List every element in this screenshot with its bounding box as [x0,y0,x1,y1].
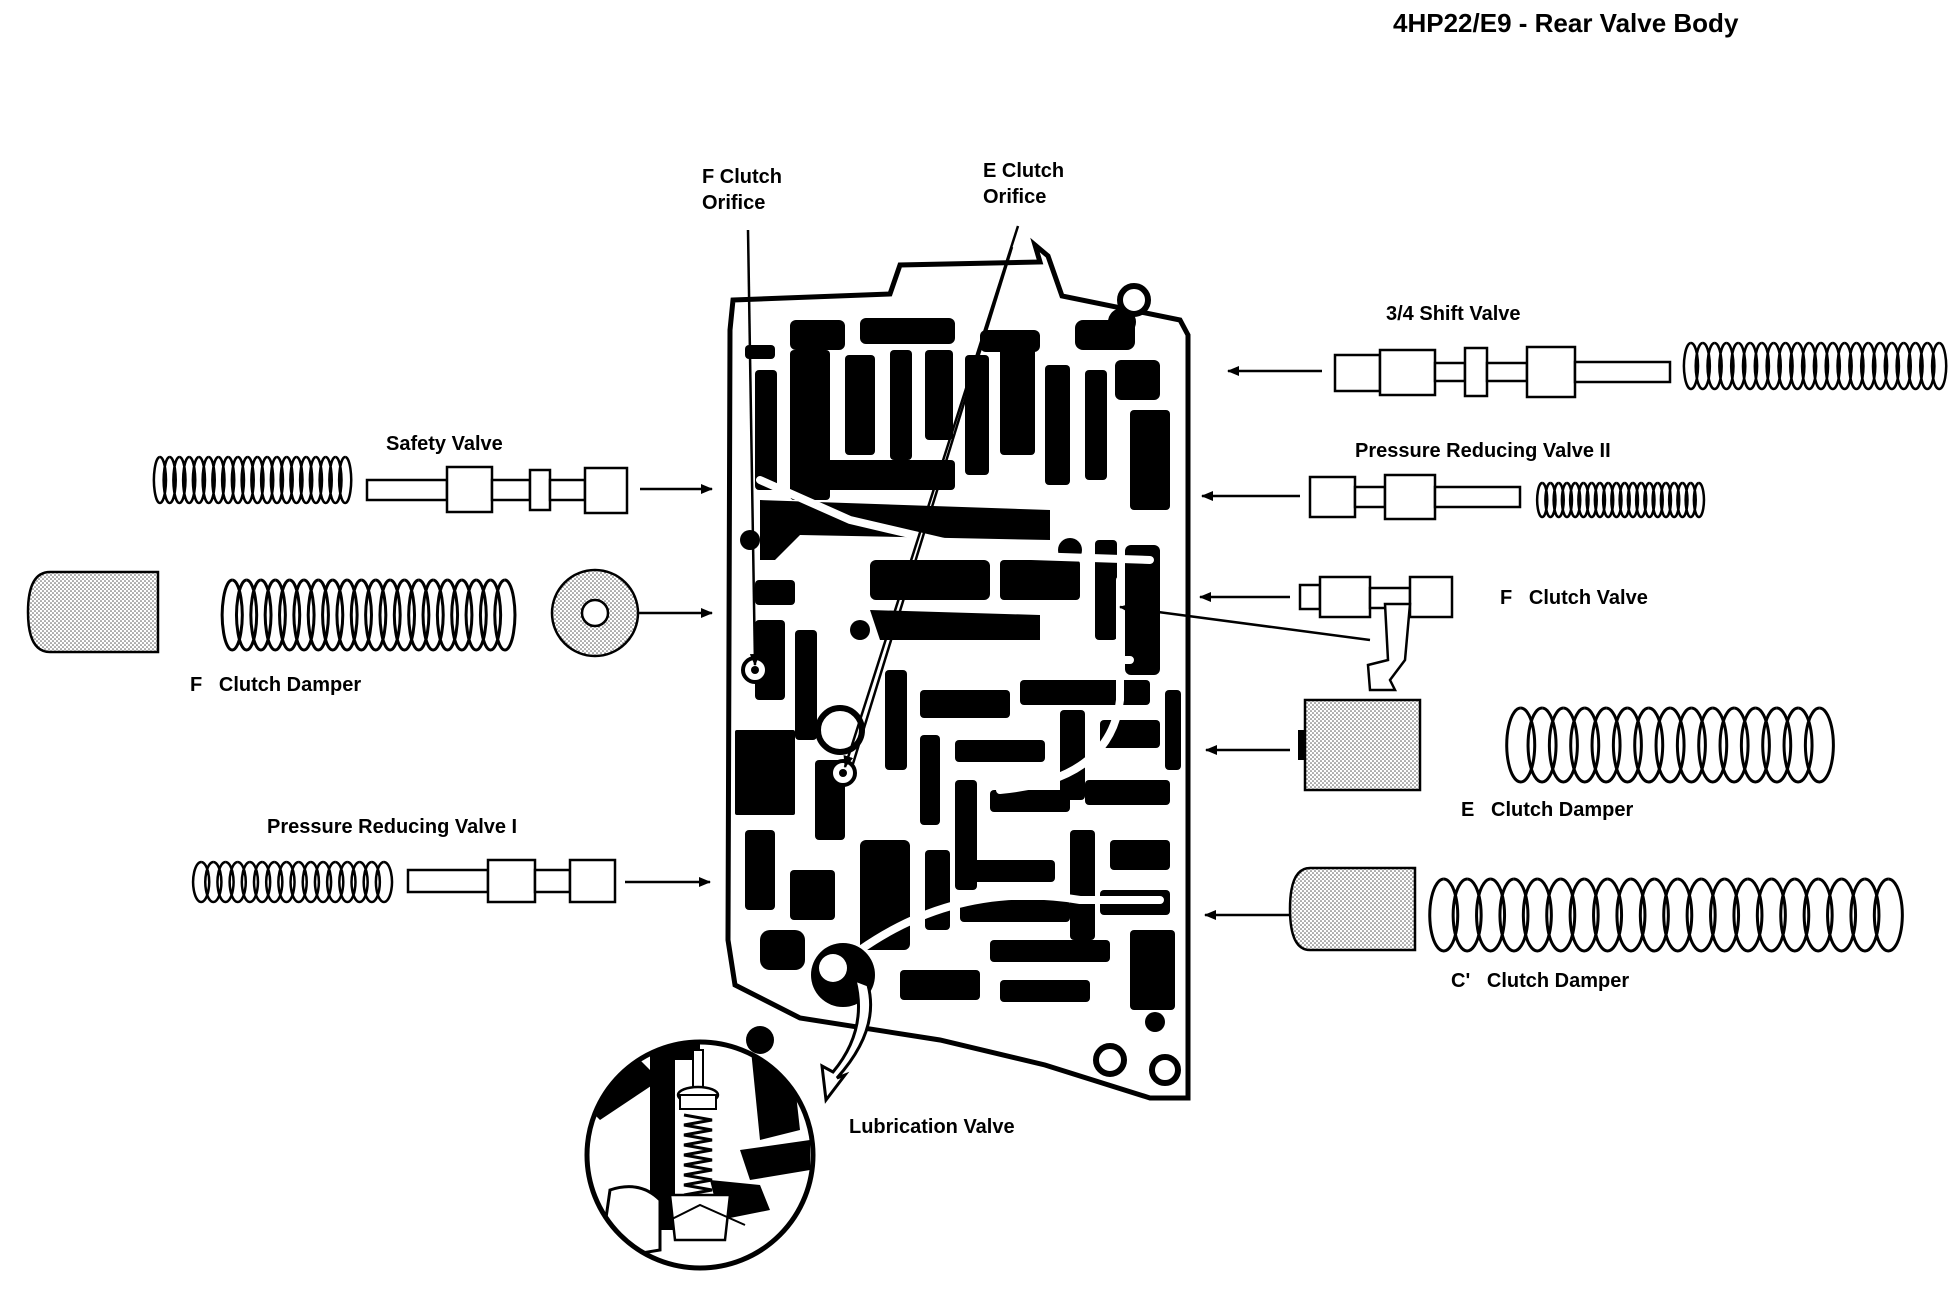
f-clutch-valve-lever-arrow [1119,603,1371,642]
e-clutch-damper-component [1298,698,1422,792]
safety-valve-component [365,465,629,515]
lubrication-valve-curved-arrow [820,977,873,1104]
f-clutch-valve-component [1298,575,1454,692]
f-clutch-damper-component [26,568,640,658]
c-prime-clutch-damper-label: C' Clutch Damper [1451,970,1629,992]
f-clutch-damper-spring [220,578,517,652]
c-prime-clutch-damper-component [1288,866,1417,952]
valve-body-plate [725,237,1191,1101]
e-clutch-orifice-label-line1: E Clutch [983,160,1064,182]
pressure-reducing-valve-i-label: Pressure Reducing Valve I [267,816,517,838]
shift-valve-34-spring [1682,341,1948,391]
lubrication-valve-magnifier [584,1039,816,1271]
f-clutch-damper-label: F Clutch Damper [190,674,361,696]
e-clutch-damper-label: E Clutch Damper [1461,799,1633,821]
f-clutch-valve-label: F Clutch Valve [1500,587,1648,609]
diagram-title: 4HP22/E9 - Rear Valve Body [1393,8,1739,38]
pressure-reducing-valve-ii-label: Pressure Reducing Valve II [1355,440,1611,462]
f-clutch-orifice-label-line2: Orifice [702,192,765,214]
pressure-reducing-valve-ii-spring [1535,481,1706,519]
pressure-reducing-valve-ii-component [1308,473,1522,521]
e-clutch-orifice-label-line2: Orifice [983,186,1046,208]
pressure-reducing-valve-i-component [406,858,617,904]
shift-valve-34-label: 3/4 Shift Valve [1386,303,1521,325]
c-prime-clutch-damper-spring [1428,877,1904,953]
e-clutch-damper-spring [1505,706,1835,784]
safety-valve-spring [152,455,353,505]
e-clutch-orifice-leader [843,225,1020,768]
shift-valve-34-component [1333,345,1672,399]
f-clutch-orifice-label-line1: F Clutch [702,166,782,188]
safety-valve-label: Safety Valve [386,433,503,455]
lubrication-valve-label: Lubrication Valve [849,1116,1015,1138]
f-clutch-orifice-leader [746,229,760,666]
pressure-reducing-valve-i-spring [191,860,394,904]
